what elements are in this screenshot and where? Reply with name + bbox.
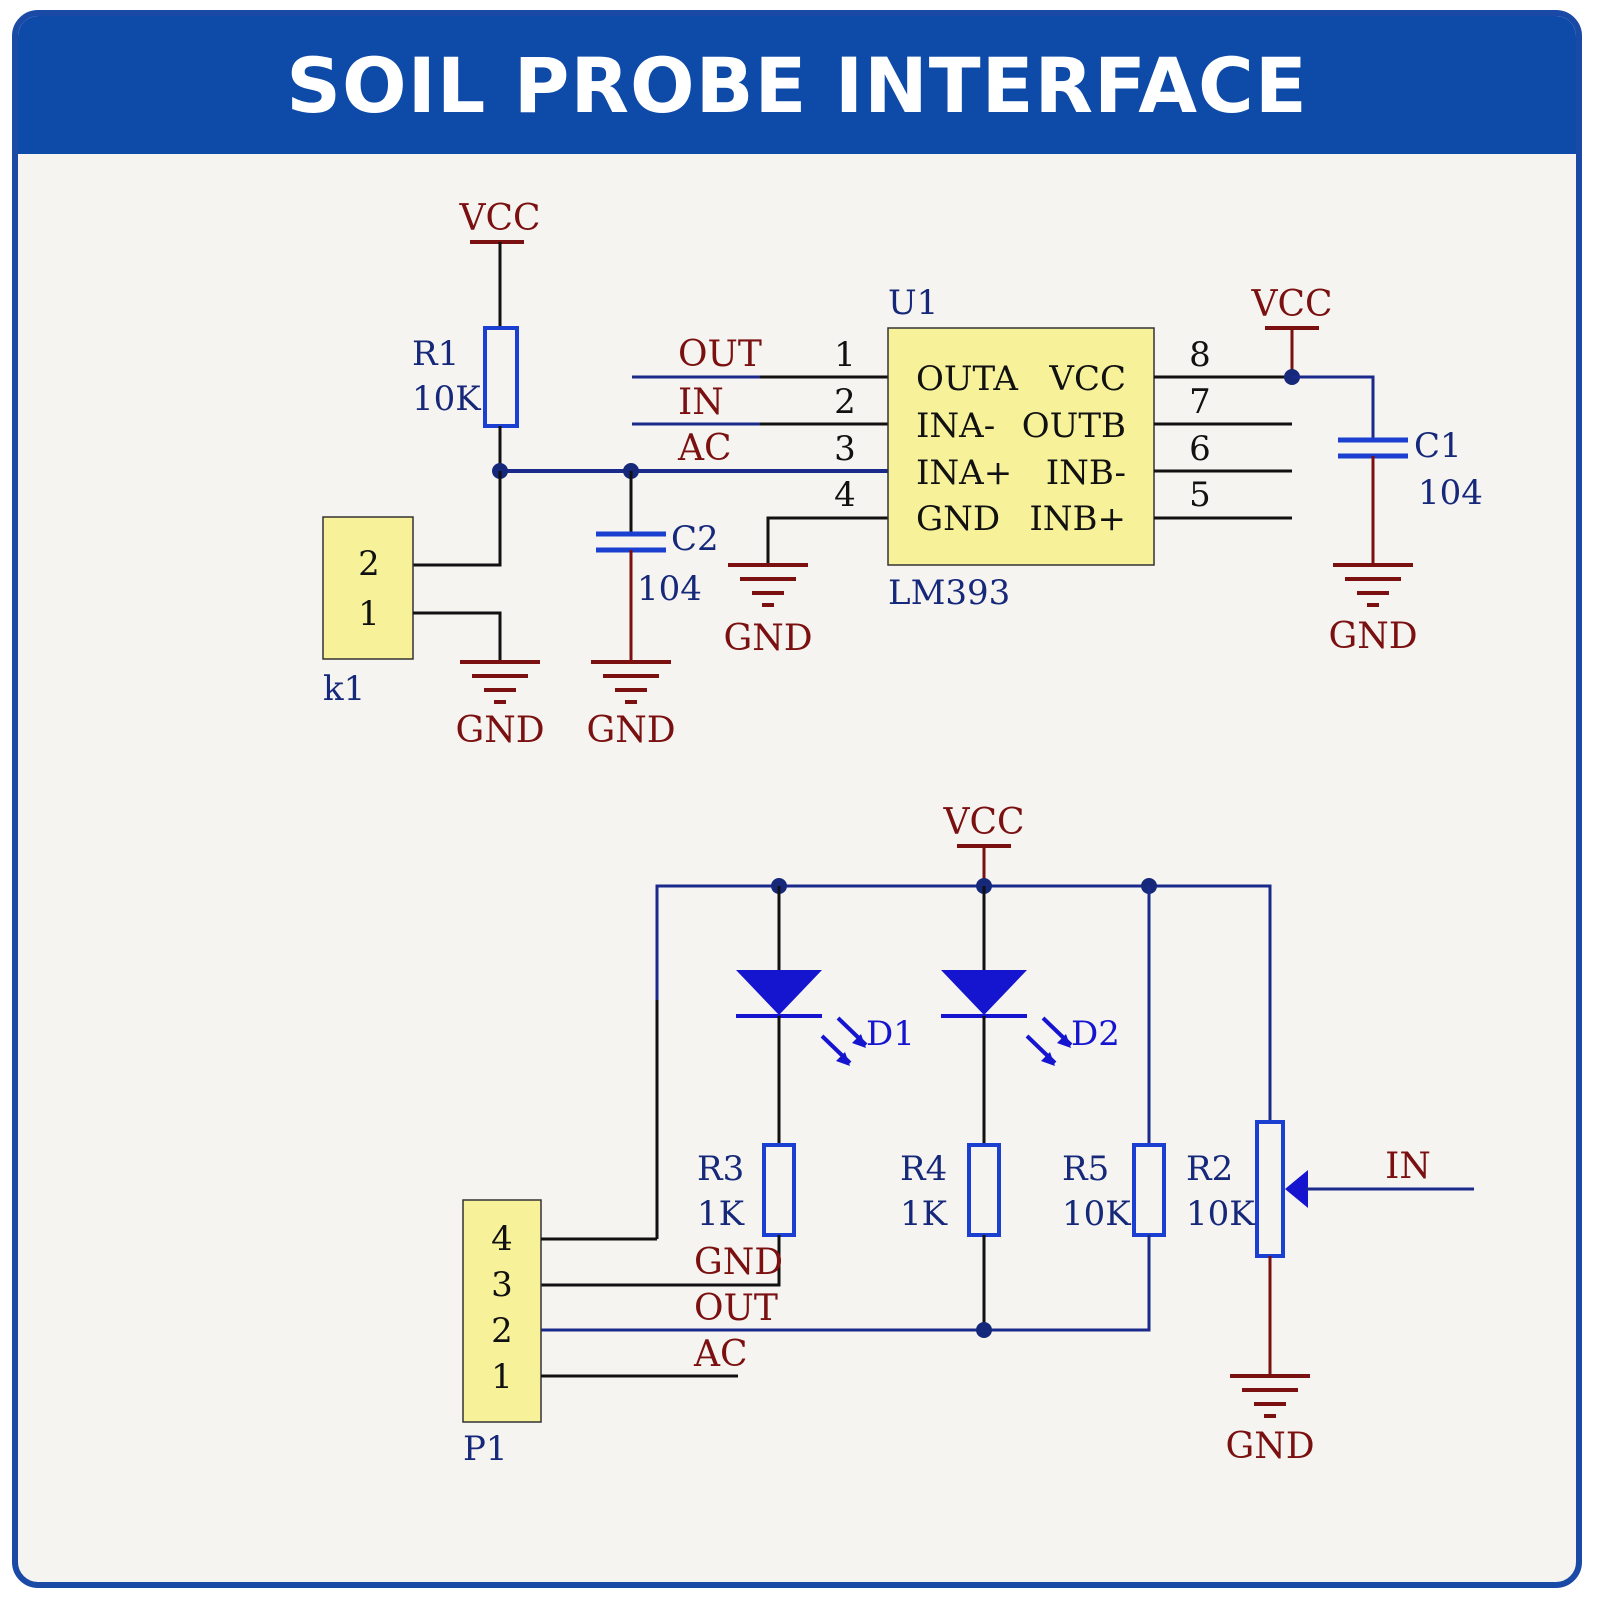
r2-value: 10K bbox=[1186, 1194, 1255, 1234]
r5-value: 10K bbox=[1062, 1194, 1131, 1234]
u1-pin-name: VCC bbox=[1048, 359, 1126, 399]
net-label-out: OUT bbox=[678, 334, 762, 375]
connector-p1: 4 3 2 1 P1 bbox=[462, 1199, 542, 1469]
u1-pin-num: 4 bbox=[834, 475, 856, 515]
vcc-label: VCC bbox=[1250, 284, 1332, 325]
r1-value: 10K bbox=[412, 379, 481, 419]
gnd-symbol-r2: GND bbox=[1225, 1374, 1315, 1467]
u1-pin-num: 3 bbox=[834, 429, 856, 469]
connector-k1: 2 1 k1 bbox=[322, 516, 414, 709]
u1-pin-num: 2 bbox=[834, 382, 856, 422]
c2-ref: C2 bbox=[671, 519, 719, 559]
u1-ref: U1 bbox=[888, 283, 938, 323]
u1-pin-name: INB- bbox=[1046, 453, 1126, 493]
p1-pin-3: 3 bbox=[491, 1265, 513, 1305]
r1-ref: R1 bbox=[412, 334, 459, 374]
p1-pin-4: 4 bbox=[491, 1219, 513, 1259]
resistor-r5: R5 10K bbox=[1062, 1143, 1166, 1237]
led-d2: D2 bbox=[941, 970, 1120, 1066]
gnd-label: GND bbox=[586, 710, 675, 751]
vcc-symbol-r1: VCC bbox=[458, 198, 541, 328]
schematic-canvas: VCC R1 10K 2 1 k1 bbox=[322, 198, 1483, 1469]
u1-pin-name: INA- bbox=[916, 406, 995, 446]
junction-dot bbox=[976, 1322, 992, 1338]
r5-ref: R5 bbox=[1062, 1149, 1109, 1189]
p1-pin-2: 2 bbox=[491, 1311, 513, 1351]
vcc-label: VCC bbox=[942, 802, 1024, 843]
d1-ref: D1 bbox=[866, 1014, 915, 1054]
net-label-in: IN bbox=[678, 382, 724, 423]
vcc-label: VCC bbox=[458, 198, 540, 239]
u1-pin-num: 7 bbox=[1189, 382, 1211, 422]
led-d1: D1 bbox=[736, 970, 915, 1066]
c1-ref: C1 bbox=[1414, 426, 1462, 466]
u1-part: LM393 bbox=[888, 573, 1010, 613]
r3-ref: R3 bbox=[697, 1149, 744, 1189]
k1-pin-2: 2 bbox=[358, 544, 380, 584]
c2-value: 104 bbox=[637, 569, 702, 609]
p1-ref: P1 bbox=[463, 1429, 508, 1469]
u1-pin-num: 8 bbox=[1189, 335, 1211, 375]
p1-pin-1: 1 bbox=[491, 1357, 513, 1397]
gnd-symbol-c1: GND bbox=[1328, 563, 1418, 657]
gnd-symbol-u1: GND bbox=[723, 563, 813, 659]
net-label-in: IN bbox=[1385, 1146, 1431, 1187]
potentiometer-r2: R2 10K IN bbox=[1186, 1120, 1474, 1258]
net-label-ac: AC bbox=[693, 1334, 748, 1375]
c1-value: 104 bbox=[1418, 473, 1483, 513]
u1-pin-num: 1 bbox=[834, 335, 856, 375]
k1-pin-1: 1 bbox=[358, 594, 380, 634]
vcc-symbol-bottom: VCC bbox=[942, 802, 1025, 886]
gnd-symbol-c2: GND bbox=[586, 660, 676, 751]
page-title: SOIL PROBE INTERFACE bbox=[286, 40, 1308, 130]
gnd-label: GND bbox=[455, 710, 544, 751]
vcc-symbol-u1: VCC bbox=[1250, 284, 1333, 377]
gnd-label: GND bbox=[1328, 616, 1417, 657]
u1-pin-name: OUTB bbox=[1022, 406, 1126, 446]
title-bar: SOIL PROBE INTERFACE bbox=[18, 16, 1576, 154]
r4-value: 1K bbox=[900, 1194, 948, 1234]
gnd-label: GND bbox=[1225, 1426, 1314, 1467]
ic-u1-lm393: U1 LM393 1 2 3 4 OUTA INA- INA+ GND VCC … bbox=[834, 283, 1211, 613]
u1-pin-num: 5 bbox=[1189, 475, 1211, 515]
net-label-ac: AC bbox=[677, 428, 732, 469]
gnd-symbol-k1: GND bbox=[455, 660, 545, 751]
d2-ref: D2 bbox=[1071, 1014, 1120, 1054]
r4-ref: R4 bbox=[900, 1149, 947, 1189]
net-label-gnd: GND bbox=[694, 1242, 783, 1283]
u1-pin-name: INB+ bbox=[1029, 499, 1126, 539]
u1-pin-num: 6 bbox=[1189, 429, 1211, 469]
net-label-out: OUT bbox=[694, 1288, 778, 1329]
capacitor-c2: C2 104 bbox=[596, 471, 719, 662]
capacitor-c1: C1 104 bbox=[1338, 426, 1483, 565]
resistor-r1: R1 10K bbox=[412, 326, 519, 428]
u1-pin-name: INA+ bbox=[916, 453, 1012, 493]
u1-pin-name: OUTA bbox=[916, 359, 1018, 399]
r3-value: 1K bbox=[697, 1194, 745, 1234]
schematic-frame: SOIL PROBE INTERFACE VCC R1 10K bbox=[12, 10, 1582, 1588]
k1-ref: k1 bbox=[323, 669, 365, 709]
resistor-r4: R4 1K bbox=[900, 1143, 1001, 1237]
gnd-label: GND bbox=[723, 618, 812, 659]
r2-ref: R2 bbox=[1186, 1149, 1233, 1189]
u1-pin-name: GND bbox=[916, 499, 1000, 539]
resistor-r3: R3 1K bbox=[697, 1143, 796, 1237]
